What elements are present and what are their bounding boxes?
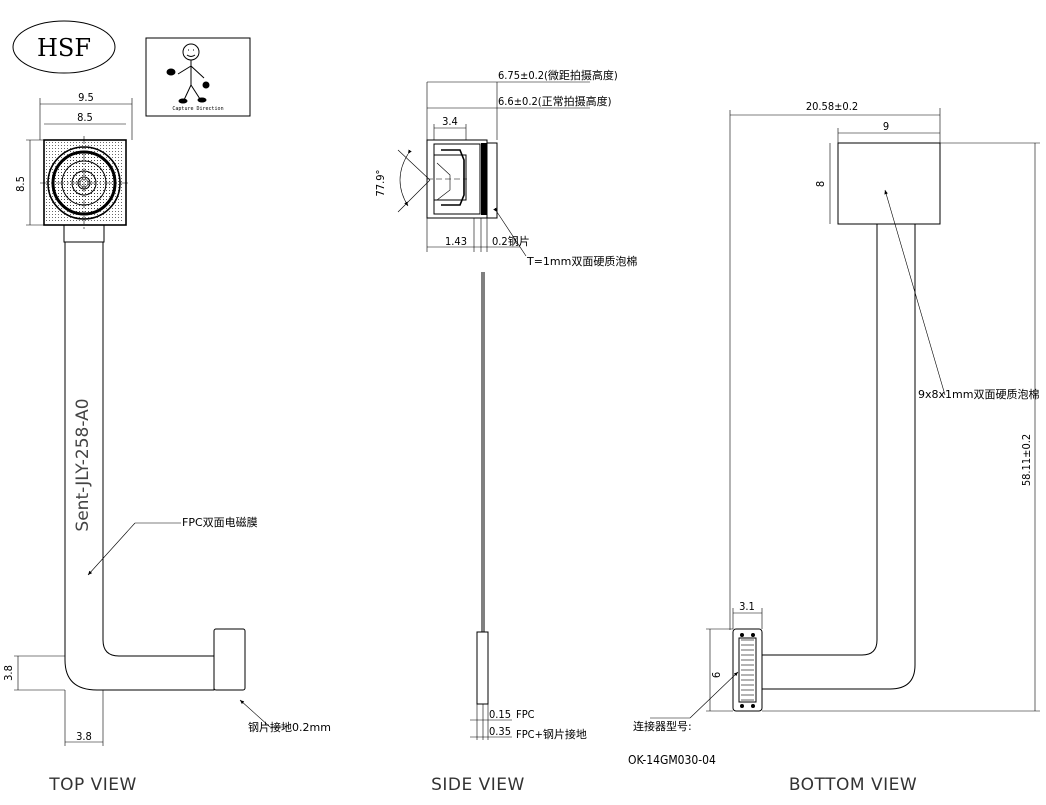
bottom-dim-total-width: 20.58±0.2 — [806, 100, 858, 113]
fpc-note: FPC双面电磁膜 — [182, 516, 258, 529]
side-dim-fpc-steel: 0.35 — [489, 725, 511, 738]
hsf-logo: HSF — [12, 20, 116, 74]
capture-direction-box: Capture Direction — [145, 37, 251, 117]
stick-figure-icon — [166, 43, 210, 104]
bottom-fpc-body — [761, 223, 916, 690]
top-dim-tail-width: 3.8 — [76, 730, 92, 743]
side-fpc-steel-label: FPC+钢片接地 — [516, 728, 587, 741]
top-dim-height: 8.5 — [14, 176, 27, 192]
side-connector — [476, 631, 489, 705]
bottom-view: 20.58±0.2 9 8 3.1 — [628, 100, 1040, 795]
bottom-dim-conn-width: 3.1 — [739, 600, 755, 613]
top-dim-width-outer: 9.5 — [78, 91, 94, 104]
top-stiffener — [213, 628, 246, 691]
side-view: 6.75±0.2(微距拍摄高度) 6.6±0.2(正常拍摄高度) 3.4 77.… — [374, 68, 637, 795]
capture-direction-label: Capture Direction — [172, 106, 223, 112]
side-dim-macro-height: 6.75±0.2(微距拍摄高度) — [498, 68, 618, 82]
top-view-title: TOP VIEW — [48, 775, 137, 795]
bottom-connector — [732, 628, 763, 712]
side-foam — [486, 142, 498, 219]
part-marking: Sent-JLY-258-A0 — [73, 398, 93, 531]
connector-model: OK-14GM030-04 — [628, 753, 716, 767]
bottom-view-title: BOTTOM VIEW — [789, 775, 917, 795]
bottom-dim-conn-height: 6 — [710, 672, 723, 678]
side-dim-normal-height: 6.6±0.2(正常拍摄高度) — [498, 94, 612, 108]
top-view: 9.5 8.5 8.5 Sent-JLY-258-A0 FPC双面电磁膜 — [2, 91, 331, 795]
bottom-dim-pad-height: 8 — [814, 181, 827, 187]
bottom-dim-pad-width: 9 — [883, 120, 889, 133]
side-view-angle: 77.9° — [374, 170, 387, 197]
side-foam-note: T=1mm双面硬质泡棉 — [526, 254, 637, 268]
side-dim-steel: 0.2钢片 — [492, 235, 530, 248]
connector-label: 连接器型号: — [633, 719, 692, 733]
bottom-foam-note: 9x8x1mm双面硬质泡棉 — [918, 387, 1039, 401]
top-dim-tail-height: 3.8 — [2, 665, 15, 681]
side-dim-fpc: 0.15 — [489, 708, 511, 721]
side-fpc-label: FPC — [516, 708, 535, 721]
logo-text: HSF — [37, 34, 91, 62]
side-dim-base: 1.43 — [445, 235, 467, 248]
top-dim-width-inner: 8.5 — [77, 111, 93, 124]
bottom-foam-pad — [837, 142, 941, 225]
side-view-title: SIDE VIEW — [431, 775, 525, 795]
stiffener-note: 钢片接地0.2mm — [248, 721, 331, 734]
side-dim-lens: 3.4 — [442, 115, 458, 128]
bottom-dim-total-height: 58.11±0.2 — [1020, 434, 1033, 486]
